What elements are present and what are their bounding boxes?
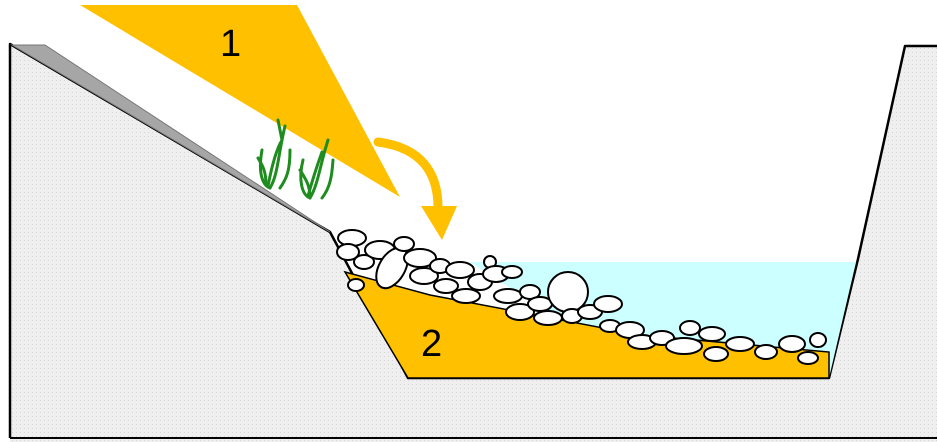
grass-tuft-icon — [258, 120, 290, 188]
ground-cross-section — [10, 44, 937, 442]
transport-arrowhead — [421, 206, 457, 240]
zone-label-1: 1 — [220, 23, 241, 65]
zone-label-2: 2 — [421, 323, 442, 365]
